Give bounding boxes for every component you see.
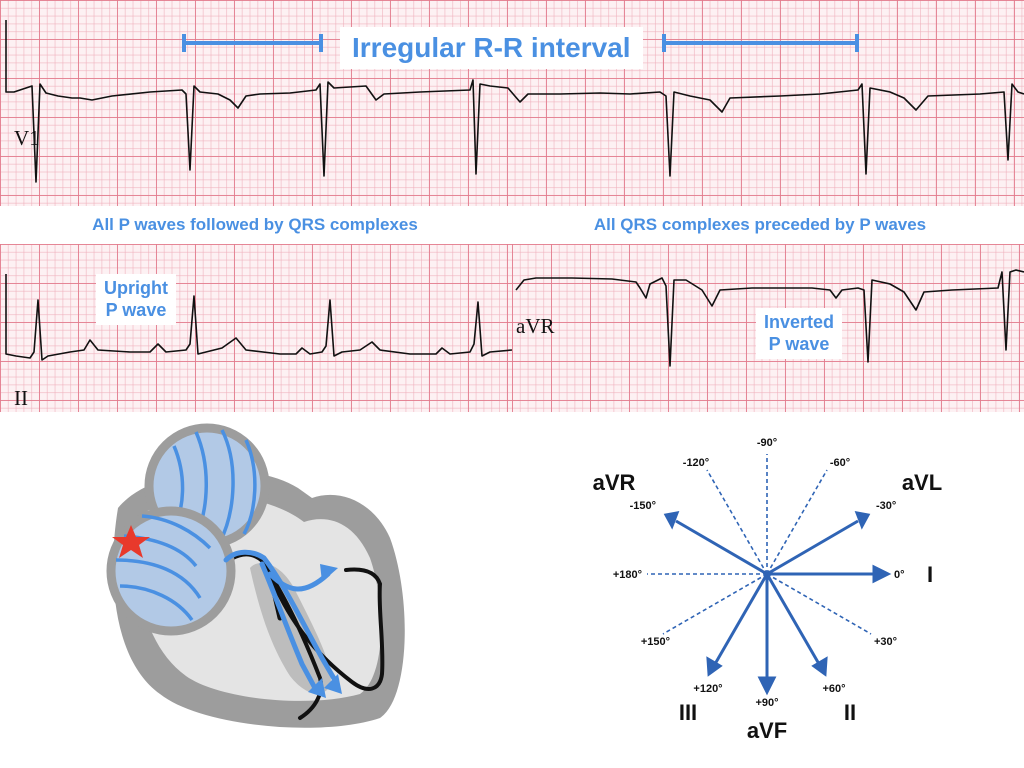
degree-label-plus-180: +180° (613, 569, 642, 581)
axis-lead-avr: aVR (593, 470, 636, 495)
ecg-strip-avr (512, 244, 1024, 412)
degree-label-minus-30: -30° (876, 500, 896, 512)
heart-conduction-diagram-icon (106, 423, 405, 728)
lead-label-v1: V1 (14, 126, 40, 150)
degree-label-plus-60: +60° (822, 683, 845, 695)
degree-label-0: 0° (894, 569, 905, 581)
ecg-trace-v1 (5, 20, 1024, 183)
degree-label-plus-150: +150° (641, 636, 670, 648)
rr-interval-title: Irregular R-R interval (340, 27, 643, 69)
upright-label-line1: Upright (104, 278, 168, 298)
upright-p-wave-label: Upright P wave (96, 274, 176, 326)
red-star-icon (112, 525, 150, 558)
inverted-label-line2: P wave (768, 333, 830, 354)
degree-label-plus-120: +120° (693, 683, 722, 695)
upright-label-line2: P wave (105, 299, 167, 320)
axis-lead-avl: aVL (902, 470, 942, 495)
degree-label-minus-150: -150° (630, 500, 656, 512)
inverted-label-line1: Inverted (764, 312, 835, 332)
axis-lead-i: I (927, 562, 933, 587)
ecg-trace-avr (515, 269, 1024, 367)
inverted-p-wave-label: Inverted P wave (756, 308, 843, 360)
caption-qrs-preceded-by-p: All QRS complexes preceded by P waves (593, 215, 927, 234)
degree-label-minus-90: -90° (757, 437, 777, 449)
axis-lead-iii: III (679, 700, 697, 725)
degree-label-plus-90: +90° (755, 697, 778, 709)
lead-label-avr: aVR (516, 314, 555, 338)
axis-lead-ii: II (844, 700, 856, 725)
degree-label-minus-120: -120° (683, 457, 709, 469)
lead-label-ii: II (14, 386, 28, 410)
axis-lead-avf: aVF (747, 718, 787, 743)
degree-label-minus-60: -60° (830, 457, 850, 469)
degree-label-plus-30: +30° (874, 636, 897, 648)
caption-p-followed-by-qrs: All P waves followed by QRS complexes (92, 215, 418, 234)
hexaxial-reference-system: -90° -60° -120° -30° -150° 0° +180° +30°… (593, 437, 943, 743)
ecg-strip-ii (0, 244, 512, 412)
ecg-trace-ii (5, 274, 513, 361)
